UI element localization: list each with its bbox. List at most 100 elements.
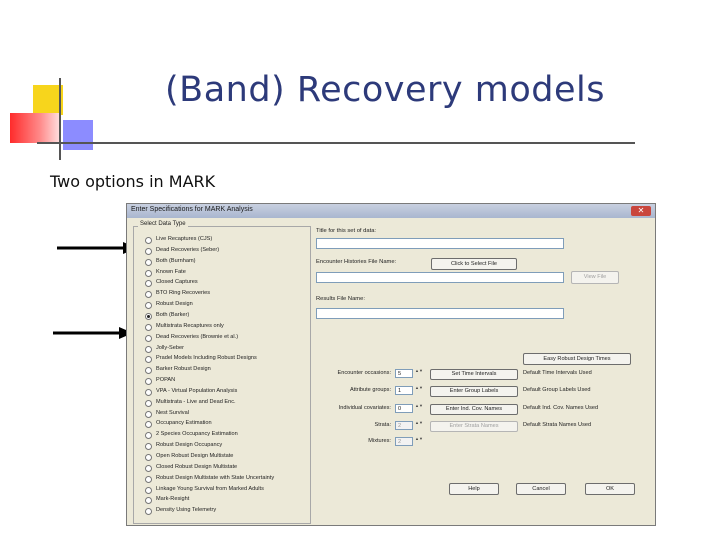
view-file-button[interactable]: View File	[571, 271, 619, 284]
radio-button[interactable]	[145, 258, 152, 266]
param-label: Mixtures:	[368, 438, 391, 444]
radio-button[interactable]	[145, 269, 152, 277]
param-value-input[interactable]: 1	[395, 386, 413, 395]
radio-button[interactable]	[145, 334, 152, 342]
param-label: Strata:	[374, 422, 391, 428]
spinner-arrows-icon[interactable]: ▲▼	[415, 385, 423, 390]
close-button[interactable]: ✕	[631, 206, 651, 216]
radio-button[interactable]	[145, 280, 152, 288]
param-value-input[interactable]: 2	[395, 437, 413, 446]
results-file-input[interactable]	[316, 308, 564, 319]
radio-button[interactable]	[145, 291, 152, 299]
data-type-option-label: Occupancy Estimation	[156, 420, 212, 427]
data-type-option-label: Density Using Telemetry	[156, 507, 217, 514]
radio-button[interactable]	[145, 247, 152, 255]
spinner-arrows-icon[interactable]: ▲▼	[415, 403, 423, 408]
param-label: Attribute groups:	[349, 387, 391, 393]
radio-button[interactable]	[145, 237, 152, 244]
param-value-input[interactable]: 2	[395, 421, 413, 430]
data-type-option-label: VPA - Virtual Population Analysis	[156, 387, 238, 394]
slide-subtitle: Two options in MARK	[50, 172, 216, 191]
data-type-option-label: Dead Recoveries (Brownie et al.)	[156, 333, 239, 340]
title-input[interactable]	[316, 238, 564, 249]
param-default-status: Default Time Intervals Used	[523, 370, 592, 376]
horizontal-rule	[37, 142, 635, 144]
ok-button[interactable]: OK	[585, 483, 635, 495]
radio-button[interactable]	[145, 421, 152, 429]
radio-button[interactable]	[145, 378, 152, 386]
radio-button[interactable]	[145, 356, 152, 364]
radio-button[interactable]	[145, 323, 152, 331]
param-button[interactable]: Enter Ind. Cov. Names	[430, 404, 518, 415]
radio-button[interactable]	[145, 497, 152, 505]
encounter-file-input[interactable]	[316, 272, 564, 283]
param-label: Encounter occasions:	[337, 370, 391, 376]
radio-button[interactable]	[145, 508, 152, 516]
radio-button[interactable]	[145, 410, 152, 418]
param-button[interactable]: Set Time Intervals	[430, 369, 518, 380]
select-file-button[interactable]: Click to Select File	[431, 258, 517, 270]
data-type-option-label: Closed Robust Design Multistate	[156, 463, 238, 470]
param-default-status: Default Group Labels Used	[523, 387, 591, 393]
title-label: Title for this set of data:	[316, 228, 377, 234]
data-type-option-label: Pradel Models Including Robust Designs	[156, 355, 257, 362]
radio-button[interactable]	[145, 454, 152, 461]
param-value-input[interactable]: 0	[395, 404, 413, 413]
mark-specifications-dialog: Enter Specifications for MARK Analysis ✕…	[126, 203, 656, 526]
radio-button[interactable]	[145, 302, 152, 310]
results-label: Results File Name:	[316, 296, 365, 302]
radio-button[interactable]	[145, 399, 152, 407]
param-button[interactable]: Enter Strata Names	[430, 421, 518, 432]
data-type-option-label: Nest Survival	[156, 409, 189, 416]
red-bar-decoration	[10, 113, 60, 143]
data-type-option-label: Robust Design Occupancy	[156, 442, 223, 449]
param-label: Individual covariates:	[338, 405, 391, 411]
data-type-group: Select Data Type Live Recaptures (CJS)De…	[133, 221, 311, 524]
radio-button[interactable]	[145, 464, 152, 472]
data-type-option-label: Live Recaptures (CJS)	[156, 236, 213, 242]
spinner-arrows-icon[interactable]: ▲▼	[415, 420, 423, 425]
radio-button[interactable]	[145, 443, 152, 451]
slide-title: (Band) Recovery models	[165, 70, 605, 110]
data-type-option-label: Dead Recoveries (Seber)	[156, 246, 220, 253]
spinner-arrows-icon[interactable]: ▲▼	[415, 436, 423, 441]
radio-button[interactable]	[145, 388, 152, 396]
encounter-label: Encounter Histories File Name:	[316, 259, 397, 265]
radio-button[interactable]	[145, 486, 152, 494]
data-type-option-label: 2 Species Occupancy Estimation	[156, 431, 238, 438]
radio-button[interactable]	[145, 367, 152, 375]
radio-button[interactable]	[145, 345, 152, 353]
arrow-icon-second	[53, 327, 133, 339]
data-type-option-label: POPAN	[156, 377, 176, 384]
data-type-option-label: Linkage Young Survival from Marked Adult…	[156, 485, 264, 492]
radio-button[interactable]	[145, 432, 152, 440]
robust-design-times-button[interactable]: Easy Robust Design Times	[523, 353, 631, 365]
radio-button[interactable]	[145, 475, 152, 483]
data-type-option-label: Multistrata - Live and Dead Enc.	[156, 398, 236, 405]
arrow-icon-first	[57, 242, 137, 254]
data-type-option-label: Known Fate	[156, 268, 186, 275]
cancel-button[interactable]: Cancel	[516, 483, 566, 495]
data-type-option-label: Multistrata Recaptures only	[156, 322, 224, 329]
data-type-option-label: Robust Design	[156, 301, 193, 308]
spinner-arrows-icon[interactable]: ▲▼	[415, 368, 423, 373]
radio-button[interactable]	[145, 312, 152, 320]
param-value-input[interactable]: 5	[395, 369, 413, 378]
param-button[interactable]: Enter Group Labels	[430, 386, 518, 397]
help-button[interactable]: Help	[449, 483, 499, 495]
data-type-option-label: Both (Barker)	[156, 311, 190, 318]
data-type-option-label: Closed Captures	[156, 279, 198, 286]
data-type-option-label: Jolly-Seber	[156, 344, 184, 351]
data-type-option-label: BTO Ring Recoveries	[156, 290, 210, 297]
data-type-option-label: Mark-Resight	[156, 496, 190, 503]
blue-square-decoration	[63, 120, 93, 150]
dialog-title: Enter Specifications for MARK Analysis	[131, 206, 253, 213]
param-default-status: Default Ind. Cov. Names Used	[523, 405, 599, 411]
dialog-titlebar: Enter Specifications for MARK Analysis ✕	[127, 204, 655, 218]
data-type-option-label: Robust Design Multistate with State Unce…	[156, 474, 275, 481]
close-icon: ✕	[637, 206, 645, 215]
data-type-option-label: Both (Burnham)	[156, 257, 196, 264]
data-type-option-label: Barker Robust Design	[156, 366, 211, 373]
param-default-status: Default Strata Names Used	[523, 422, 592, 428]
yellow-square-decoration	[33, 85, 63, 115]
